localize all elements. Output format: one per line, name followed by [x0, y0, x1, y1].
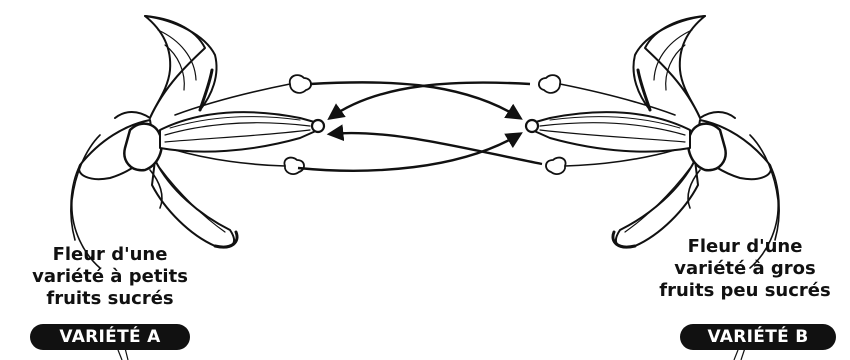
flower-a-upper-petal [145, 16, 205, 118]
caption-b-line-1: Fleur d'une [640, 236, 850, 258]
flower-a-stigma [312, 120, 324, 132]
caption-a-line-1: Fleur d'une [10, 244, 210, 266]
flower-variety-b [526, 16, 779, 268]
leader-lines [118, 348, 745, 360]
caption-a-line-2: variété à petits [10, 266, 210, 288]
caption-b-line-3: fruits peu sucrés [640, 280, 850, 302]
flower-a-lower-stamen [175, 150, 285, 166]
pollination-arrows [298, 82, 542, 170]
flower-a-calyx [124, 124, 161, 171]
caption-variety-a: Fleur d'une variété à petits fruits sucr… [10, 244, 210, 310]
badge-variety-a: VARIÉTÉ A [30, 324, 190, 350]
flower-a-upper-stamen [175, 84, 290, 115]
flower-variety-a [71, 16, 324, 268]
caption-b-line-2: variété à gros [640, 258, 850, 280]
arrow-b-to-a-lower [330, 133, 542, 164]
caption-a-line-3: fruits sucrés [10, 288, 210, 310]
badge-variety-b: VARIÉTÉ B [680, 324, 836, 350]
caption-variety-b: Fleur d'une variété à gros fruits peu su… [640, 236, 850, 302]
